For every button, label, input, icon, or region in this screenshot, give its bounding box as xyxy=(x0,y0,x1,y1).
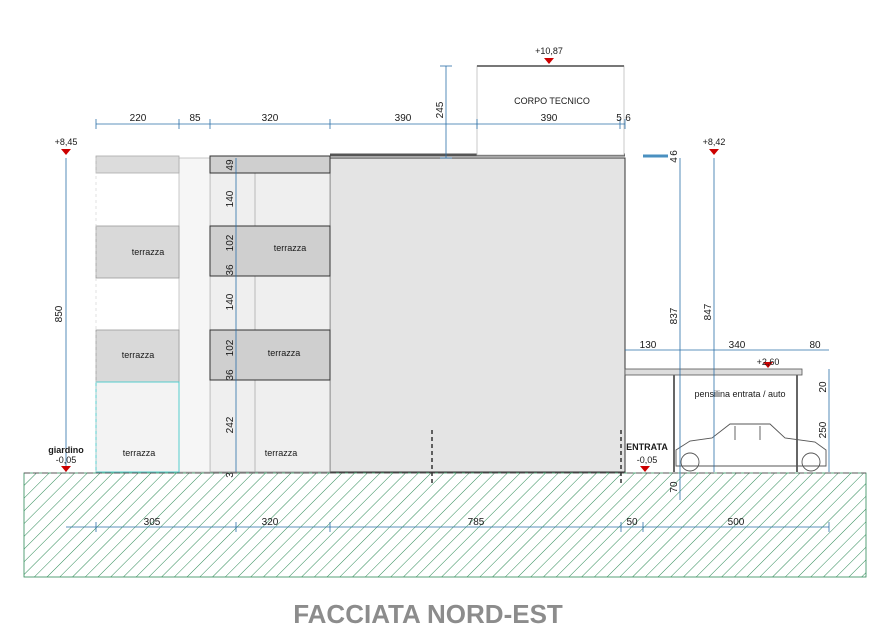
dim-r-20: 20 xyxy=(818,381,829,393)
dim-v-102a: 102 xyxy=(225,234,236,251)
level-canopy: +2,60 xyxy=(757,357,780,367)
roof-slab-left xyxy=(95,155,180,174)
dim-v-102b: 102 xyxy=(225,339,236,356)
car-icon xyxy=(675,423,827,472)
label-corpo-tecnico: CORPO TECNICO xyxy=(514,96,590,106)
stair-volume xyxy=(178,157,211,473)
dim-top-85: 85 xyxy=(189,113,201,124)
label-pensilina: pensilina entrata / auto xyxy=(694,389,785,399)
dim-r-837: 837 xyxy=(669,307,680,324)
level-left-roof: +8,45 xyxy=(55,137,78,147)
drawing-title: FACCIATA NORD-EST xyxy=(293,599,563,629)
level-garden: -0,05 xyxy=(56,455,77,465)
dim-canopy-340: 340 xyxy=(729,340,746,351)
dim-v-36b: 36 xyxy=(225,369,236,381)
dim-r-250: 250 xyxy=(818,421,829,438)
technical-volume xyxy=(476,65,625,156)
ground-hatch xyxy=(23,472,867,578)
main-volume xyxy=(329,157,626,473)
dim-bottom-785: 785 xyxy=(468,517,485,528)
dim-top-5: 5 xyxy=(616,113,622,124)
dim-bottom-305: 305 xyxy=(144,517,161,528)
dim-r-847: 847 xyxy=(703,303,714,320)
canopy-roof xyxy=(624,368,803,376)
dim-v-3: 3 xyxy=(225,472,236,478)
dim-top-6: 6 xyxy=(625,113,631,124)
terrace-label-left-1: terrazza xyxy=(122,350,155,360)
terrace-label-mid-1: terrazza xyxy=(268,348,301,358)
terrace-left-1 xyxy=(95,329,180,383)
terrace-label-mid-2: terrazza xyxy=(274,243,307,253)
dim-v-36a: 36 xyxy=(225,264,236,276)
dim-v-140a: 140 xyxy=(225,190,236,207)
terrace-label-mid-0: terrazza xyxy=(265,448,298,458)
terrace-mid-2 xyxy=(209,225,331,277)
dim-top-390a: 390 xyxy=(395,113,412,124)
dim-v-242: 242 xyxy=(225,416,236,433)
dim-top-320: 320 xyxy=(262,113,279,124)
terrace-mid-1 xyxy=(209,329,331,381)
middle-volume xyxy=(209,157,331,473)
level-right-roof: +8,42 xyxy=(703,137,726,147)
dim-r-70: 70 xyxy=(669,481,680,493)
dim-bottom-50: 50 xyxy=(626,517,638,528)
dim-top-220: 220 xyxy=(130,113,147,124)
dim-r-6: 6 xyxy=(669,150,680,156)
level-top-tech: +10,87 xyxy=(535,46,563,56)
terrace-left-0 xyxy=(95,381,180,473)
terrace-left-2 xyxy=(95,225,180,279)
label-giardino: giardino xyxy=(48,445,84,455)
dim-canopy-130: 130 xyxy=(640,340,657,351)
dim-v-49: 49 xyxy=(225,159,236,171)
terrace-label-left-2: terrazza xyxy=(132,247,165,257)
dim-245: 245 xyxy=(435,101,446,118)
terrace-label-left-0: terrazza xyxy=(123,448,156,458)
dim-top-390b: 390 xyxy=(541,113,558,124)
roof-slab-mid xyxy=(209,155,331,174)
dim-bottom-320: 320 xyxy=(262,517,279,528)
dim-850: 850 xyxy=(54,305,65,322)
dim-bottom-500: 500 xyxy=(728,517,745,528)
dim-v-140b: 140 xyxy=(225,293,236,310)
dim-canopy-80: 80 xyxy=(809,340,821,351)
dim-r-4: 4 xyxy=(669,157,680,163)
label-entrata: ENTRATA xyxy=(626,442,668,452)
level-entrance: -0,05 xyxy=(637,455,658,465)
